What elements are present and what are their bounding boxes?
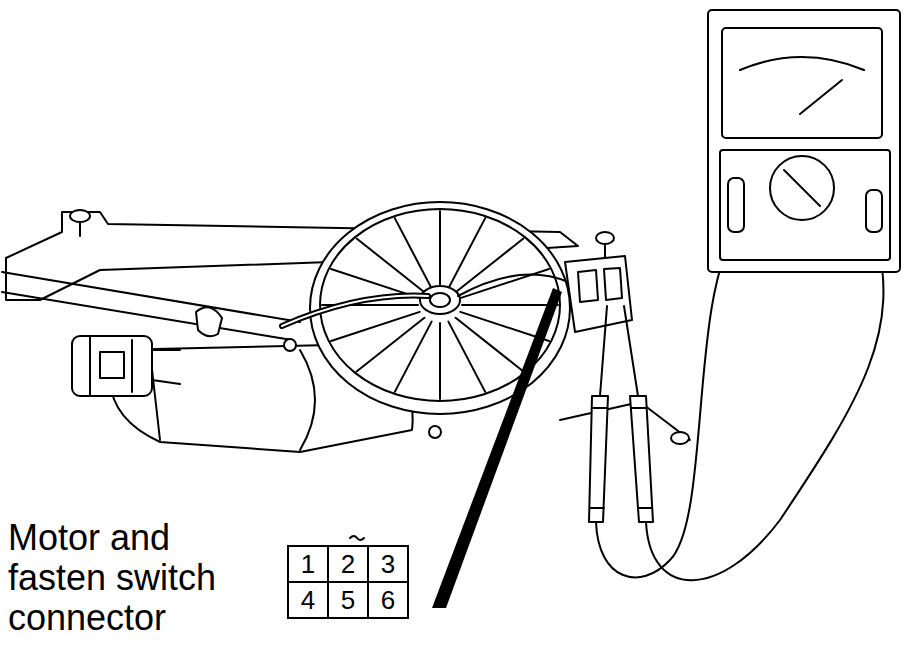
pin-number: 4 [301,587,315,613]
dial-pointer [784,170,820,206]
test-lead [596,232,736,577]
test-lead [646,230,883,580]
motor-connector-detail [90,336,180,396]
pin-cell: 5 [327,581,369,619]
leader-wedge [432,288,562,608]
meter-needle [800,80,842,114]
test-probe [630,396,653,522]
plate-bolt [70,210,90,222]
probe-tip [600,306,638,396]
pin-cell: 1 [287,545,329,583]
pin-number: 5 [341,587,355,613]
bracket-bolt [596,232,614,244]
pin-cell: 3 [367,545,409,583]
mounting-hole [284,339,296,351]
motor-connector [72,336,152,396]
harness-wire-core [282,296,428,326]
connector-caption: Motor and fasten switch connector [8,518,258,638]
probe-collar [590,408,652,508]
fasten-switch-connector [565,256,632,332]
pin-number: 3 [381,551,395,577]
multimeter-case [708,10,900,272]
meter-jack [866,190,882,232]
pin-number: 1 [301,551,315,577]
meter-scale [740,57,864,70]
shaft-hub-inner [430,293,450,307]
plate-bolt-shank [79,222,81,236]
gear-housing-outer [310,202,570,414]
meter-jack [728,178,744,232]
meter-window [722,28,882,138]
lower-bracket [560,402,690,440]
pin-number: 6 [381,587,395,613]
pin-cell: 4 [287,581,329,619]
bolt-shank [604,244,606,258]
mounting-hole [429,426,441,438]
pin-cell: 6 [367,581,409,619]
rod-clamp [196,307,222,336]
pin-cell: 2 [327,545,369,583]
key-mark [350,536,364,540]
linkage-rod [2,272,300,340]
harness-wire [282,296,428,326]
pin-number: 2 [341,551,355,577]
connector-slots [578,268,622,302]
motor-body-line [150,350,315,450]
bracket-bolt [671,432,689,444]
range-dial [770,156,834,220]
shaft-hub [420,286,460,314]
test-probe [589,396,608,522]
meter-panel [720,150,890,260]
